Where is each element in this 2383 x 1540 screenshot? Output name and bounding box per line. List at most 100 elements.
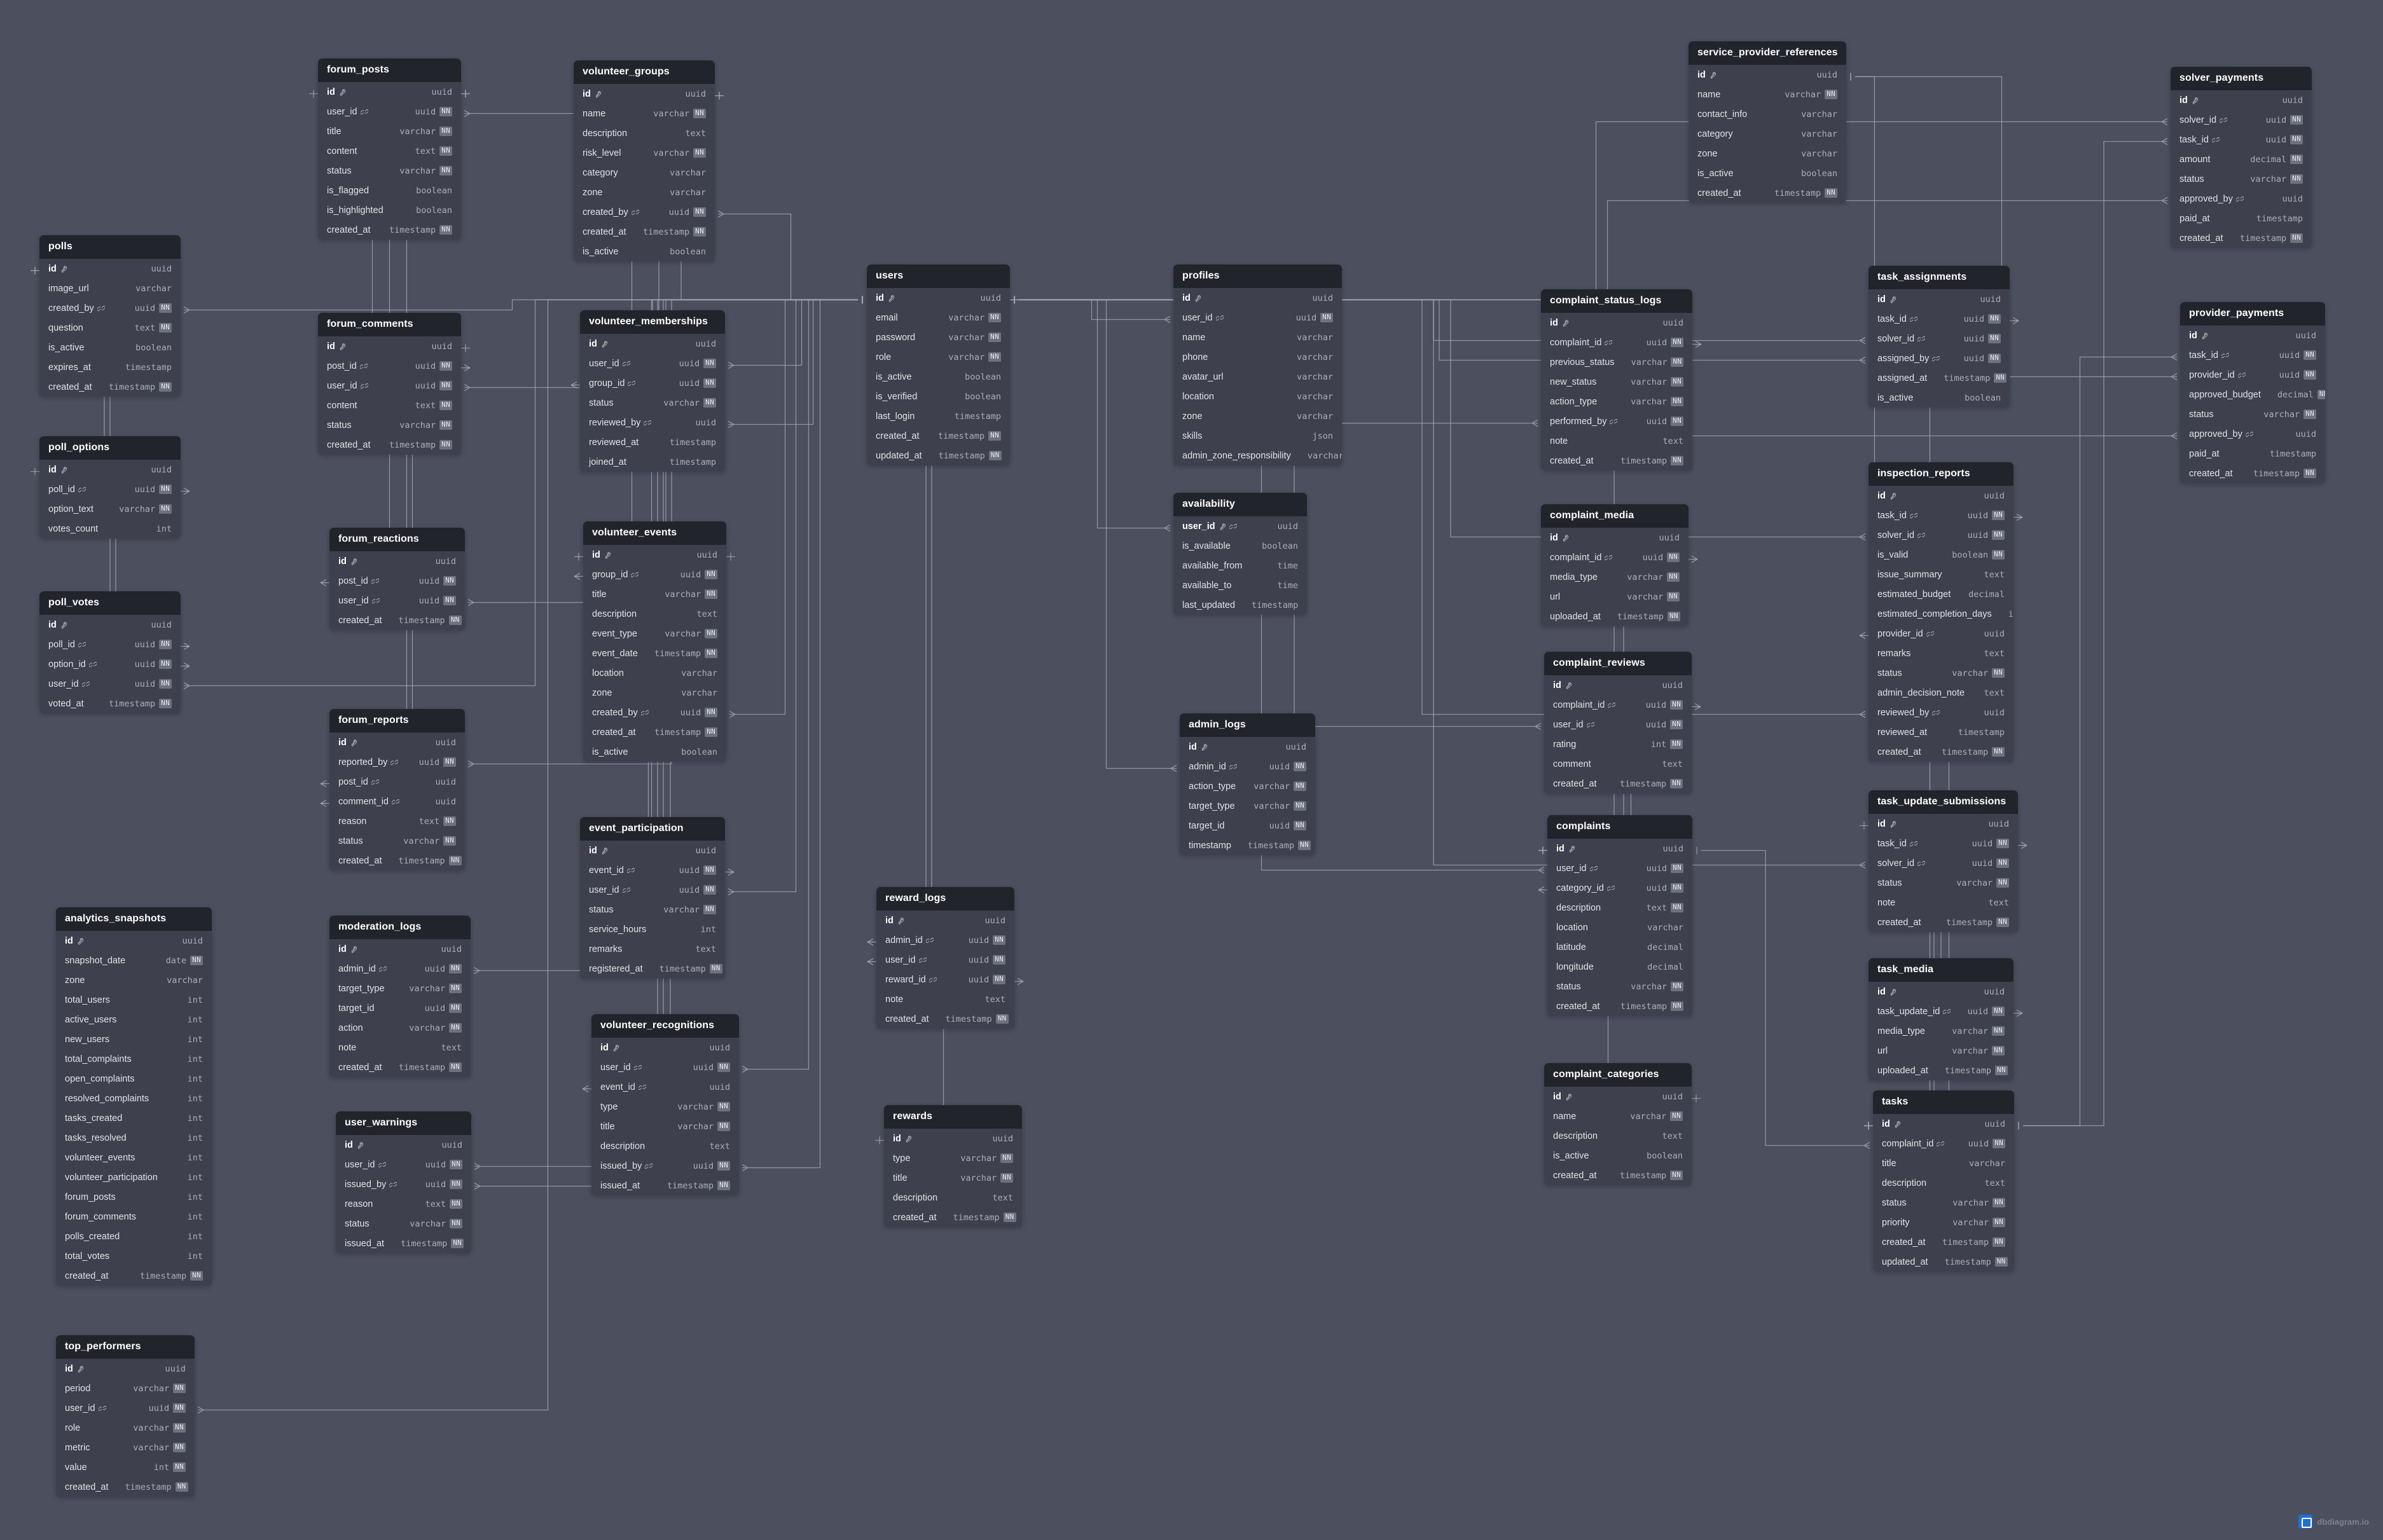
- field-row[interactable]: estimated_completion_daysint: [1868, 604, 2013, 624]
- table-title-volunteer_recognitions[interactable]: volunteer_recognitions: [591, 1014, 739, 1038]
- table-title-volunteer_events[interactable]: volunteer_events: [583, 521, 726, 545]
- table-title-poll_votes[interactable]: poll_votes: [39, 591, 181, 615]
- table-title-complaint_status_logs[interactable]: complaint_status_logs: [1541, 289, 1692, 313]
- table-title-provider_payments[interactable]: provider_payments: [2180, 302, 2325, 326]
- table-title-complaint_reviews[interactable]: complaint_reviews: [1544, 652, 1692, 675]
- table-title-reward_logs[interactable]: reward_logs: [876, 887, 1014, 911]
- table-title-profiles[interactable]: profiles: [1173, 265, 1342, 288]
- table-title-service_provider_references[interactable]: service_provider_references: [1689, 41, 1846, 65]
- table-title-forum_reactions[interactable]: forum_reactions: [329, 528, 465, 551]
- table-title-users[interactable]: users: [867, 265, 1010, 288]
